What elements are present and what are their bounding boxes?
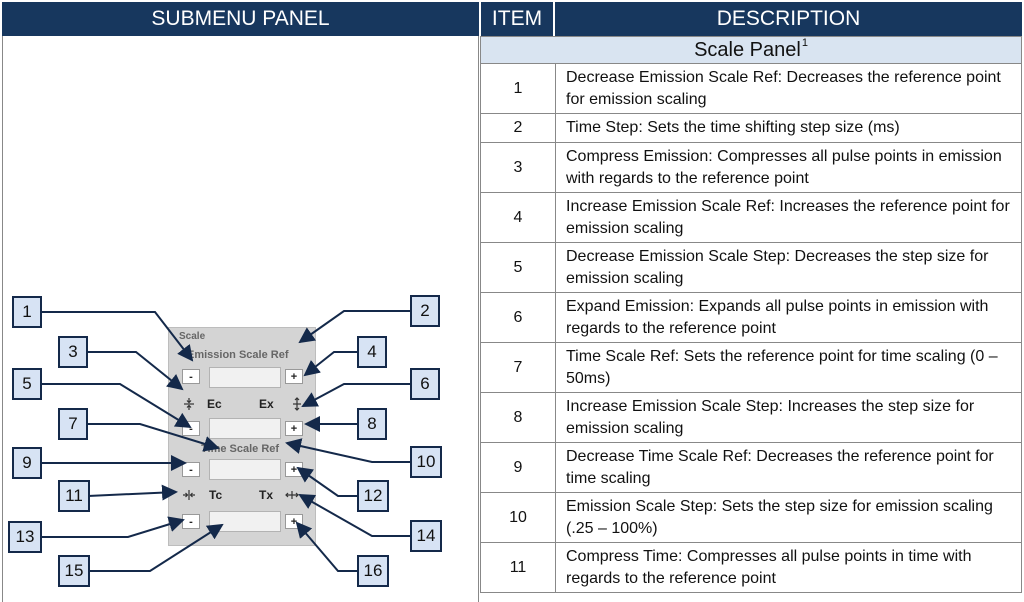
item-number: 7: [481, 343, 556, 392]
header-description: DESCRIPTION: [555, 2, 1022, 36]
callout-4: 4: [357, 336, 387, 368]
item-description: Time Scale Ref: Sets the reference point…: [566, 347, 998, 387]
leader-line-14: [298, 494, 410, 537]
item-number: 10: [481, 493, 556, 542]
header-item: ITEM: [481, 2, 553, 36]
leader-line-11: [87, 484, 178, 501]
expand-time-button[interactable]: Tx: [259, 488, 274, 502]
emission-scale-ref-field[interactable]: [209, 367, 281, 388]
callout-3: 3: [58, 336, 88, 368]
expand-emission-button[interactable]: Ex: [259, 397, 274, 411]
time-scale-ref-field[interactable]: [209, 459, 281, 480]
callout-7: 7: [58, 408, 88, 440]
leader-line-5: [42, 383, 192, 429]
time-scale-step-field[interactable]: [209, 511, 281, 532]
callout-1: 1: [12, 296, 42, 328]
item-number: 9: [481, 443, 556, 492]
callout-15: 15: [58, 555, 90, 587]
item-number: 8: [481, 393, 556, 442]
item-description: Increase Emission Scale Ref: Increases t…: [566, 197, 1010, 237]
leader-line-12: [296, 466, 357, 497]
leader-line-13: [42, 516, 185, 538]
emission-scale-ref-label: Emission Scale Ref: [187, 349, 289, 361]
leader-line-7: [88, 423, 220, 452]
item-description: Compress Emission: Compresses all pulse …: [566, 147, 1002, 187]
compress-time-button[interactable]: Tc: [209, 488, 223, 502]
callout-12: 12: [357, 480, 389, 512]
submenu-panel-cell: [2, 36, 479, 602]
item-description: Emission Scale Step: Sets the step size …: [566, 497, 993, 537]
callout-5: 5: [12, 368, 42, 400]
compress-emission-button[interactable]: Ec: [207, 397, 222, 411]
item-number: 1: [481, 64, 556, 113]
leader-line-6: [301, 383, 410, 407]
item-description: Time Step: Sets the time shifting step s…: [566, 119, 900, 136]
compress-horizontal-icon[interactable]: [182, 488, 196, 502]
callout-11: 11: [58, 480, 90, 512]
item-number: 5: [481, 243, 556, 292]
callout-8: 8: [357, 408, 387, 440]
callout-leader-lines: [42, 310, 410, 572]
compress-vertical-icon[interactable]: [182, 397, 196, 411]
leader-line-15: [88, 523, 224, 572]
leader-line-3: [88, 351, 184, 391]
callout-10: 10: [410, 446, 442, 478]
callout-16: 16: [357, 555, 389, 587]
expand-horizontal-icon[interactable]: [285, 488, 299, 502]
item-description: Decrease Time Scale Ref: Decreases the r…: [566, 447, 994, 487]
header-submenu-panel: SUBMENU PANEL: [2, 2, 479, 36]
section-title: Scale Panel: [694, 38, 801, 61]
leader-line-1: [42, 311, 194, 362]
scale-group-label: Scale: [179, 331, 206, 342]
callout-14: 14: [410, 520, 442, 552]
item-description: Expand Emission: Expands all pulse point…: [566, 297, 989, 337]
callout-2: 2: [410, 295, 440, 327]
time-scale-ref-label: Time Scale Ref: [201, 443, 280, 455]
item-description: Decrease Emission Scale Step: Decreases …: [566, 247, 989, 287]
section-footnote-marker: 1: [801, 37, 808, 49]
item-number: 3: [481, 143, 556, 192]
leader-line-10: [285, 438, 410, 463]
scale-panel: Scale Emission Scale Ref - + Ec Ex - + T…: [168, 327, 316, 546]
emission-scale-step-field[interactable]: [209, 418, 281, 439]
item-description: Decrease Emission Scale Ref: Decreases t…: [566, 68, 1001, 108]
item-number: 4: [481, 193, 556, 242]
item-number: 11: [481, 543, 556, 592]
leader-line-2: [298, 310, 410, 344]
item-description: Compress Time: Compresses all pulse poin…: [566, 547, 972, 587]
increase-emission-scale-step-button[interactable]: +: [285, 421, 303, 436]
leader-line-4: [303, 351, 357, 377]
table-row: 2 Time Step: Sets the time shifting step …: [480, 114, 1022, 143]
increase-emission-scale-ref-button[interactable]: +: [285, 369, 303, 384]
callout-6: 6: [410, 368, 440, 400]
item-number: 6: [481, 293, 556, 342]
item-number: 2: [481, 114, 556, 142]
expand-vertical-icon[interactable]: [290, 397, 304, 411]
callout-9: 9: [12, 447, 42, 479]
leader-line-16: [295, 521, 357, 572]
item-description: Increase Emission Scale Step: Increases …: [566, 397, 975, 437]
callout-13: 13: [8, 521, 42, 553]
